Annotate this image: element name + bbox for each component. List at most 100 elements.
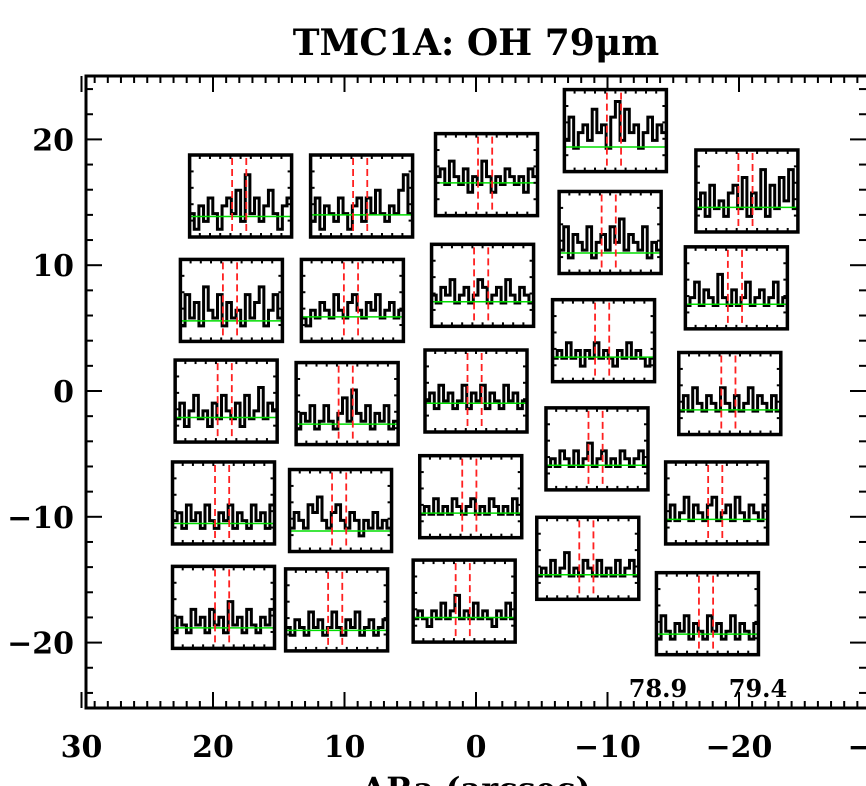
panel-frame: [694, 148, 800, 234]
panel-frame: [299, 257, 406, 344]
spectrum-line: [310, 173, 413, 231]
panel-frame: [654, 570, 761, 657]
spectrum-panel: [663, 460, 770, 546]
panel-frame: [287, 467, 394, 554]
spectrum-panel: [654, 570, 761, 657]
panel-background: [685, 246, 788, 329]
spectrum-panel: [170, 460, 277, 546]
spectrum-line: [289, 495, 392, 538]
spectrum-panel: [423, 348, 529, 434]
marker-label-1: 78.9: [629, 674, 687, 703]
panel-frame: [173, 358, 279, 444]
y-tick-label: 10: [32, 249, 74, 284]
panel-frame: [429, 242, 536, 329]
spectrum-line: [665, 495, 768, 523]
spectrum-line: [656, 614, 759, 641]
panel-background: [536, 517, 639, 600]
x-axis-label: ΔRa (arcsec): [361, 770, 590, 786]
panel-frame: [294, 360, 400, 447]
x-tick-label: −3: [847, 730, 866, 765]
panel-frame: [663, 460, 770, 546]
spectrum-panels: [170, 87, 800, 657]
spectrum-line: [175, 386, 278, 428]
spectrum-panel: [411, 558, 517, 644]
spectrum-line: [296, 388, 399, 431]
y-tick-label: −20: [7, 627, 74, 662]
panel-frame: [187, 153, 294, 239]
panel-background: [310, 155, 413, 238]
spectrum-line: [172, 600, 275, 635]
y-tick-label: 20: [32, 123, 74, 158]
spectrum-panel: [283, 567, 390, 653]
x-tick-label: −20: [706, 730, 773, 765]
spectrum-panel: [170, 564, 277, 651]
panel-background: [285, 568, 388, 651]
spectrum-line: [435, 159, 538, 194]
spectrum-panel: [562, 87, 669, 174]
panel-background: [172, 461, 275, 544]
spectrum-line: [189, 173, 292, 231]
panel-background: [172, 566, 275, 649]
spectrum-panel: [557, 189, 663, 276]
spectrum-panel: [433, 131, 540, 218]
panel-background: [552, 299, 655, 382]
panel-frame: [283, 567, 390, 653]
spectrum-panel: [535, 515, 641, 602]
panel-background: [180, 259, 283, 342]
panel-background: [678, 352, 781, 435]
spectrum-panel: [683, 245, 790, 331]
x-tick-label: 20: [192, 730, 234, 765]
spectrum-line: [180, 285, 283, 328]
spectrum-line: [564, 99, 667, 150]
panel-frame: [550, 297, 657, 384]
spectrum-panel: [677, 350, 783, 437]
spectrum-line: [172, 503, 275, 530]
spectrum-line: [285, 610, 388, 637]
x-tick-label: 0: [466, 730, 487, 765]
spectrum-line: [301, 293, 404, 328]
x-tick-label: 30: [61, 730, 103, 765]
panel-frame: [557, 189, 663, 276]
spectrum-line: [695, 168, 798, 218]
panel-background: [656, 572, 759, 655]
panel-frame: [562, 87, 669, 174]
spectrum-line: [559, 217, 662, 260]
panel-frame: [178, 257, 285, 344]
x-tick-label: −10: [574, 730, 641, 765]
y-tick-label: 0: [53, 375, 74, 410]
chart-title: TMC1A: OH 79μm: [293, 22, 660, 64]
panel-background: [425, 350, 527, 432]
spectrum-panel: [294, 360, 400, 447]
panel-frame: [417, 453, 524, 540]
spectrum-panel: [187, 153, 294, 239]
spectrum-line: [413, 593, 516, 629]
spectrum-panel: [287, 467, 394, 554]
panel-background: [545, 407, 648, 490]
spectrum-line: [425, 383, 527, 411]
panel-frame: [677, 350, 783, 437]
panel-frame: [433, 131, 540, 218]
marker-label-2: 79.4: [729, 674, 787, 703]
spectrum-line: [536, 551, 639, 578]
x-tick-label: 10: [324, 730, 366, 765]
spectrum-panel: [308, 153, 415, 239]
spectrum-panel: [694, 148, 800, 234]
spectrum-panel: [544, 406, 650, 492]
panel-background: [419, 455, 522, 538]
panel-frame: [544, 406, 650, 492]
spectrum-line: [552, 341, 655, 368]
panel-frame: [423, 348, 529, 434]
panel-frame: [535, 515, 641, 602]
panel-background: [413, 560, 516, 643]
spectrum-panel: [173, 358, 279, 444]
panel-frame: [308, 153, 415, 239]
spectrum-line: [419, 497, 522, 516]
spectrum-panel: [417, 453, 524, 540]
panel-frame: [683, 245, 790, 331]
panel-frame: [411, 558, 517, 644]
panel-frame: [170, 460, 277, 546]
spectrum-line: [685, 272, 788, 307]
panel-frame: [170, 564, 277, 651]
